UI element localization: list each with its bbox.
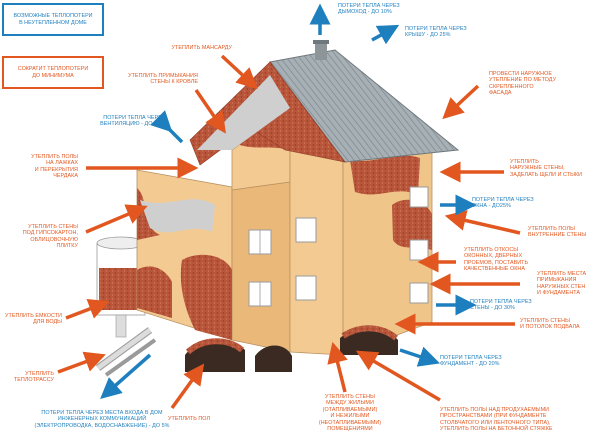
label-roof-walls: УТЕПЛИТЬ ПРИМЫКАНИЯ СТЕНЫ К КРОВЛЕ bbox=[128, 73, 198, 86]
label-outer-walls: УТЕПЛИТЬ НАРУЖНЫЕ СТЕНЫ, ЗАДЕЛАТЬ ЩЕЛИ И… bbox=[510, 159, 583, 178]
label-window-slopes: УТЕПЛИТЬ ОТКОСЫ ОКОННЫХ, ДВЕРНЫХ ПРОЕМОВ… bbox=[464, 247, 529, 273]
label-between-rooms: УТЕПЛИТЬ СТЕНЫ МЕЖДУ ЖИЛЫМИ (ОТАПЛИВАЕМЫ… bbox=[318, 394, 382, 433]
orange-arrows bbox=[57, 54, 521, 410]
label-attic-floor: УТЕПЛИТЬ ПОЛЫ НА ЛАЖКАХ И ПЕРЕКРЫТИЯ ЧЕР… bbox=[31, 154, 78, 180]
label-utilities-loss: ПОТЕРИ ТЕПЛА ЧЕРЕЗ МЕСТА ВХОДА В ДОМ ИНЖ… bbox=[34, 410, 170, 429]
roof bbox=[189, 40, 460, 166]
label-foundation-loss: ПОТЕРИ ТЕПЛА ЧЕРЕЗ ФУНДАМЕНТ - ДО 20% bbox=[440, 355, 502, 368]
blue-arrows bbox=[100, 3, 477, 399]
label-facade: ПРОВЕСТИ НАРУЖНОЕ УТЕПЛЕНИЕ ПО МЕТОДУ СК… bbox=[489, 71, 557, 97]
label-pipes: УТЕПЛИТЬ ТЕПЛОТРАССУ bbox=[13, 371, 54, 384]
label-drywall: УТЕПЛИТЬ СТЕНЫ ПОД ГИПСОКАРТОН, ОБЛИЦОВО… bbox=[22, 224, 78, 250]
label-junctions: УТЕПЛИТЬ МЕСТА ПРИМЫКАНИЯ НАРУЖНЫХ СТЕН … bbox=[537, 271, 587, 297]
label-crawlspace: УТЕПЛИТЬ ПОЛЫ НАД ПРОДУХАЕМЫМИ ПРОСТРАНС… bbox=[440, 407, 553, 433]
pipes bbox=[95, 327, 157, 377]
foundation bbox=[185, 325, 398, 372]
left-wing bbox=[136, 169, 291, 353]
legend-heat-loss: ВОЗМОЖНЫЕ ТЕПЛОПОТЕРИ В НЕУТЕПЛЕННОМ ДОМ… bbox=[2, 3, 104, 36]
label-water-tank: УТЕПЛИТЬ ЕМКОСТИ ДЛЯ ВОДЫ bbox=[5, 313, 62, 326]
label-basement: УТЕПЛИТЬ СТЕНЫ И ПОТОЛОК ПОДВАЛА bbox=[520, 318, 580, 331]
label-chimney-loss: ПОТЕРИ ТЕПЛА ЧЕРЕЗ ДЫМОХОД - ДО 10% bbox=[338, 3, 400, 16]
label-mansard: УТЕПЛИТЬ МАНСАРДУ bbox=[171, 45, 232, 51]
label-walls-loss: ПОТЕРИ ТЕПЛА ЧЕРЕЗ СТЕНЫ - ДО 30% bbox=[470, 299, 532, 312]
label-floor: УТЕПЛИТЬ ПОЛ bbox=[168, 416, 211, 422]
legend-insulation: СОКРАТИТ ТЕПЛОПОТЕРИ ДО МИНИМУМА bbox=[2, 56, 104, 89]
label-roof-loss: ПОТЕРИ ТЕПЛА ЧЕРЕЗ КРЫШУ - ДО 25% bbox=[405, 26, 467, 39]
label-windows-loss: ПОТЕРИ ТЕПЛА ЧЕРЕЗ ОКНА - ДО25% bbox=[472, 197, 534, 210]
label-ventilation-loss: ПОТЕРИ ТЕПЛА ЧЕРЕЗ ВЕНТИЛЯЦИЮ - ДО 15% bbox=[100, 115, 165, 128]
label-inner-walls: УТЕПЛИТЬ ПОЛЫ ВНУТРЕННИЕ СТЕНЫ bbox=[528, 226, 587, 239]
